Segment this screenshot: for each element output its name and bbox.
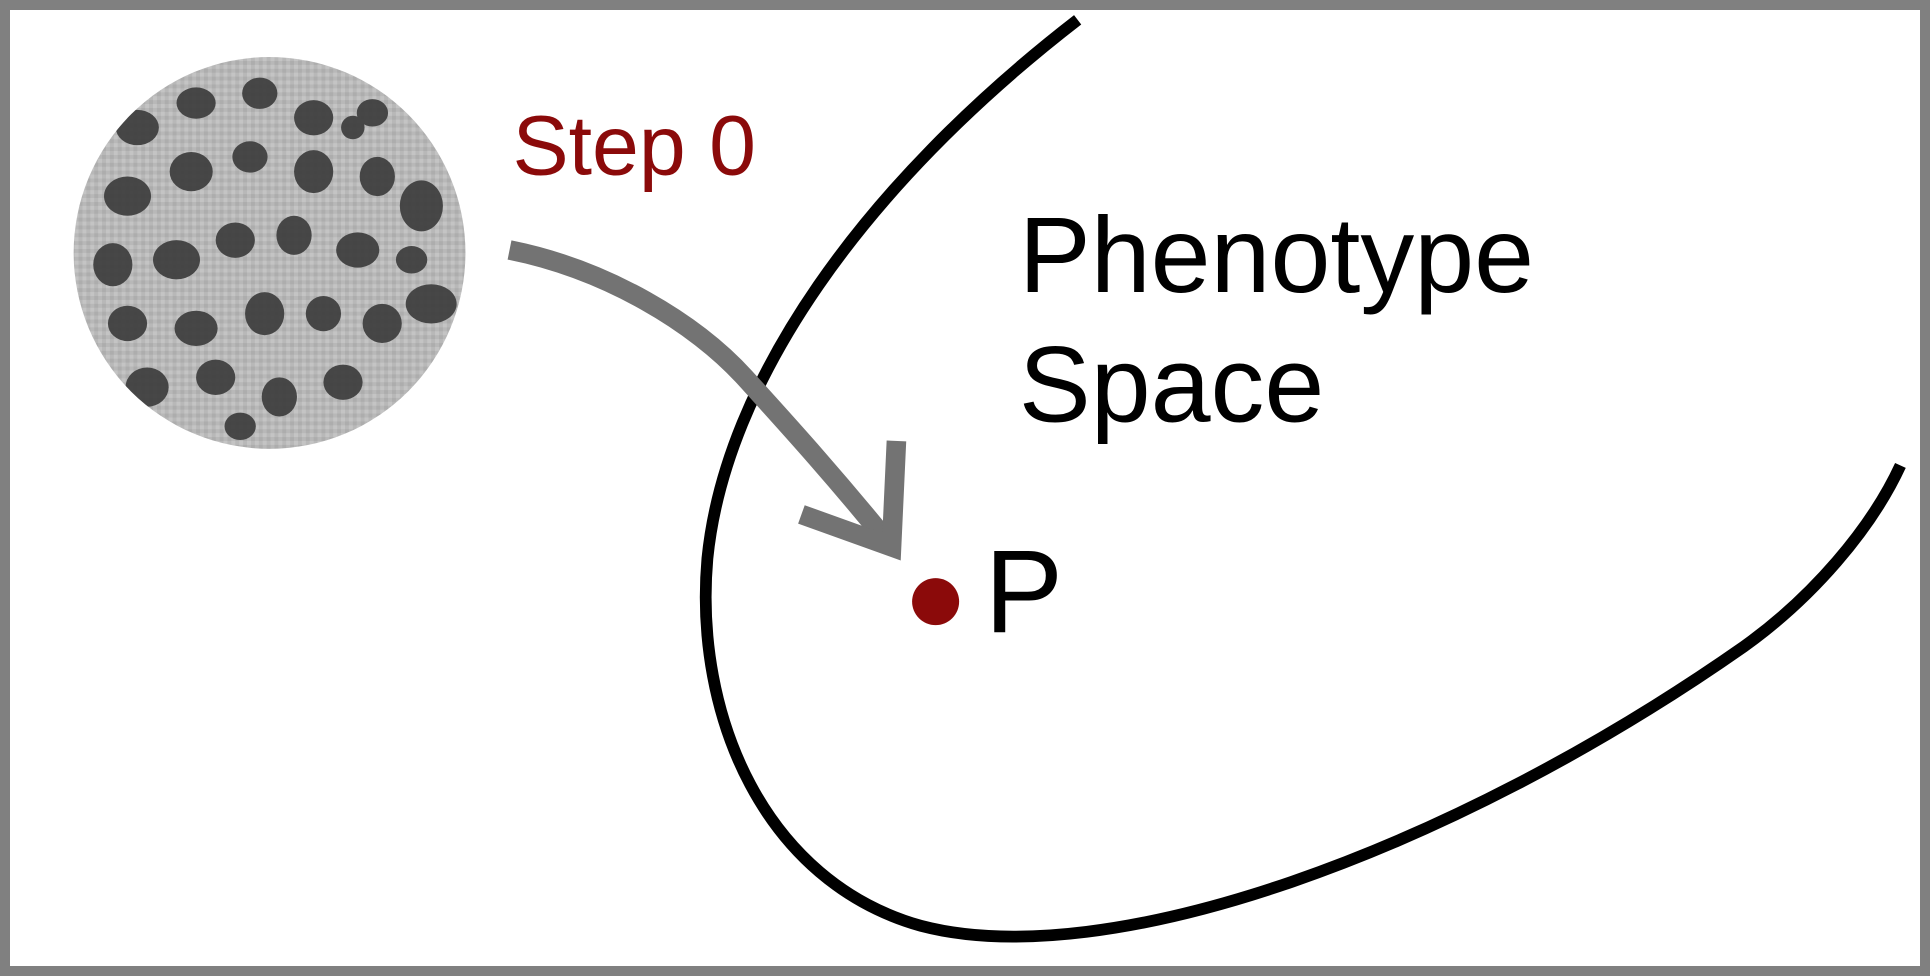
phenotype-space-title-line2: Space — [1019, 323, 1324, 444]
diagram-svg: Step 0 Phenotype Space P — [73, 15, 1906, 943]
pattern-spot — [125, 367, 169, 407]
step-label: Step 0 — [512, 99, 755, 193]
pattern-spot — [174, 310, 218, 346]
pattern-spot — [405, 284, 457, 324]
curved-arrow-icon — [507, 240, 907, 561]
phenotype-space-boundary — [699, 15, 1906, 943]
pattern-spot — [323, 364, 363, 400]
pattern-spot — [215, 222, 255, 258]
phenotype-space-title-line1: Phenotype — [1019, 194, 1534, 315]
pattern-spot — [276, 215, 312, 255]
pattern-spot — [336, 232, 380, 268]
pattern-spot — [152, 240, 201, 280]
pattern-spot — [359, 156, 395, 197]
spotted-pattern-image — [73, 57, 466, 449]
pattern-spot — [162, 429, 191, 449]
pattern-spot — [341, 115, 365, 140]
pattern-spot — [169, 152, 213, 192]
pattern-spot — [93, 243, 133, 287]
pattern-spot — [261, 377, 297, 417]
pattern-spot — [305, 296, 342, 332]
pattern-spot — [362, 303, 402, 344]
pattern-spot — [104, 176, 152, 216]
pattern-spot — [399, 180, 443, 232]
pattern-spot — [115, 109, 159, 146]
pattern-spot — [245, 292, 285, 336]
pattern-spot — [294, 150, 334, 194]
pattern-spot — [242, 77, 278, 109]
pattern-spot — [176, 87, 216, 119]
point-marker-icon — [912, 578, 960, 626]
pattern-spot — [395, 246, 428, 274]
pattern-spot — [294, 100, 334, 136]
pattern-spot — [232, 141, 268, 173]
pattern-spot — [196, 359, 236, 395]
pattern-spot — [356, 99, 389, 127]
pattern-spot — [107, 305, 148, 342]
point-label: P — [985, 526, 1063, 657]
pattern-spot — [224, 412, 256, 441]
